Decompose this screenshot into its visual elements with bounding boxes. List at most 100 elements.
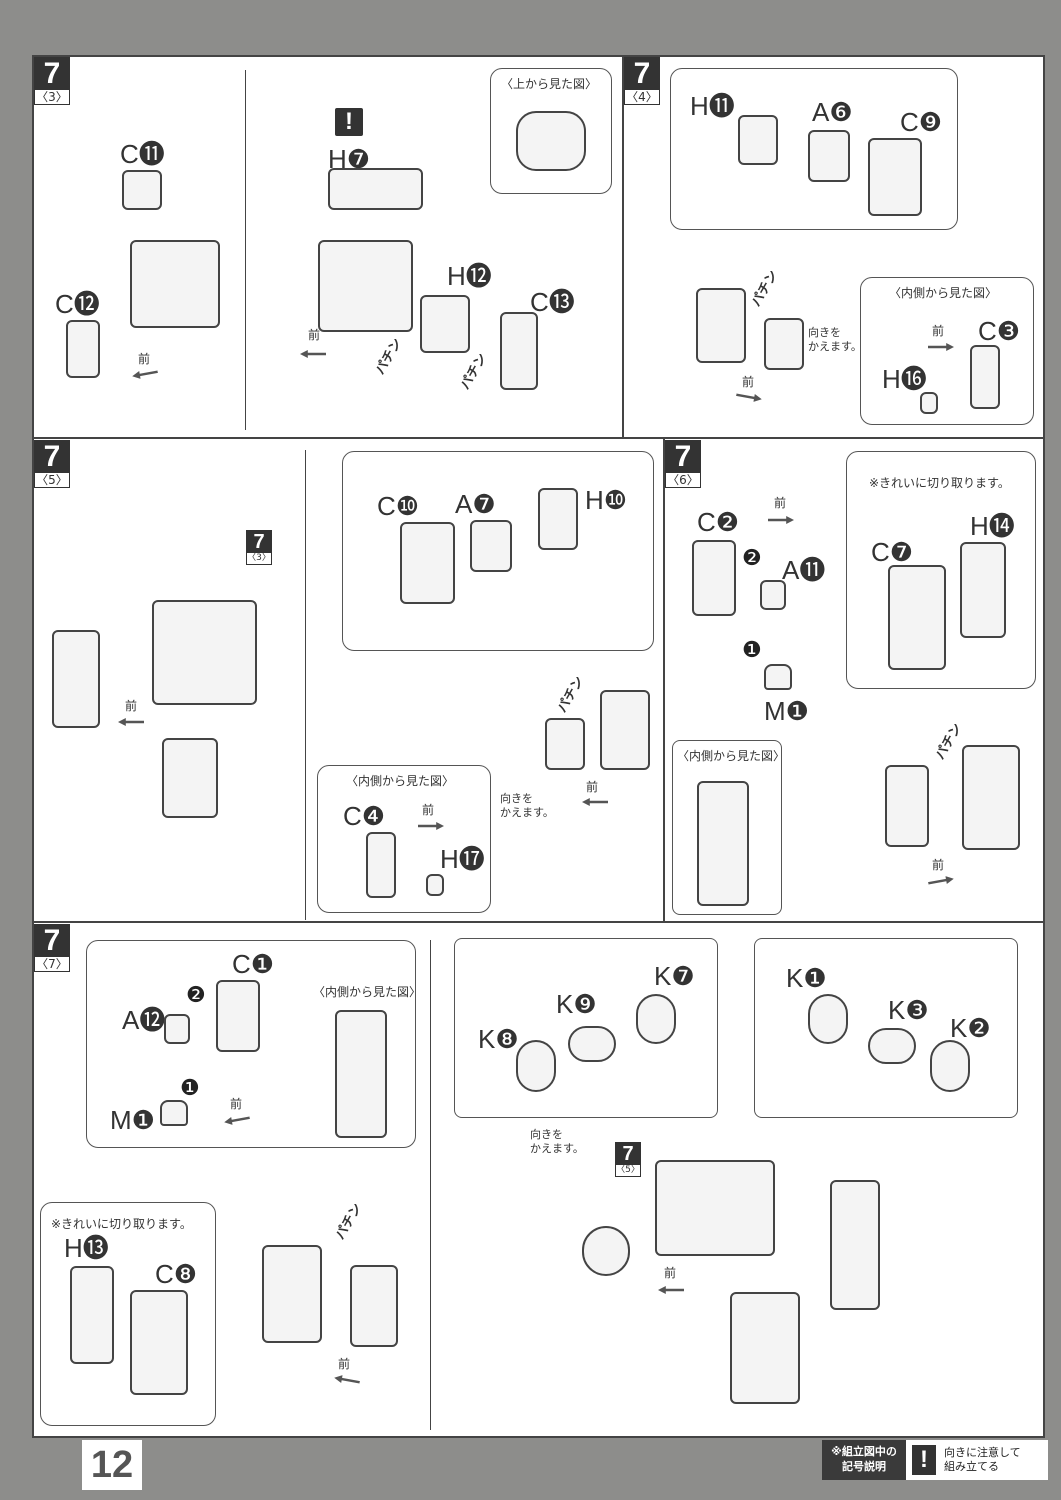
front-label: 前 bbox=[742, 375, 755, 389]
inside-view-bubble: 〈内側から見た図〉 bbox=[317, 765, 491, 913]
inside-view-label: 〈内側から見た図〉 bbox=[313, 985, 422, 999]
step-sub: 〈3〉 bbox=[35, 90, 69, 104]
part-label: C❶ bbox=[232, 949, 275, 979]
front-arrow-icon bbox=[418, 822, 444, 830]
part-leg-armor bbox=[162, 738, 218, 818]
step-badge-7-3: 7〈3〉 bbox=[34, 57, 70, 105]
step-badge-7-7: 7〈7〉 bbox=[34, 924, 70, 972]
assembly-leg bbox=[600, 690, 650, 770]
part-label: K❸ bbox=[888, 995, 929, 1025]
step-badge-7-6: 7〈6〉 bbox=[665, 440, 701, 488]
top-view-bubble: 〈上から見た図〉 bbox=[490, 68, 612, 194]
step-number: 7 bbox=[43, 57, 61, 90]
part-c12 bbox=[66, 320, 100, 378]
step-order-1: ❶ bbox=[180, 1076, 200, 1101]
symbol-legend: ※組立図中の 記号説明 ! 向きに注意して 組み立てる bbox=[822, 1440, 1048, 1480]
part-c7 bbox=[888, 565, 946, 670]
part-label: C❼ bbox=[871, 537, 914, 567]
part-side-armor bbox=[830, 1180, 880, 1310]
step-badge-7-5: 7〈5〉 bbox=[34, 440, 70, 488]
step-order-1: ❶ bbox=[742, 638, 762, 663]
step-sub: 〈5〉 bbox=[35, 473, 69, 487]
top-view-label: 〈上から見た図〉 bbox=[501, 77, 598, 91]
step-order-2: ❷ bbox=[742, 546, 762, 571]
part-label: K❶ bbox=[786, 963, 827, 993]
part-label: H⓱ bbox=[440, 844, 485, 874]
step-sub: 〈4〉 bbox=[625, 90, 659, 104]
assembly-torso bbox=[318, 240, 413, 332]
part-inner bbox=[545, 718, 585, 770]
part-h13 bbox=[70, 1266, 114, 1364]
assembly-torso bbox=[655, 1160, 775, 1256]
inside-view-bubble: 〈内側から見た図〉 bbox=[672, 740, 786, 915]
sub-divider bbox=[245, 70, 246, 430]
cut-note: ※きれいに切り取ります。 bbox=[51, 1217, 192, 1231]
step-sub: 〈6〉 bbox=[666, 473, 700, 487]
front-arrow-icon bbox=[928, 343, 954, 351]
part-c1 bbox=[216, 980, 260, 1052]
part-c10 bbox=[400, 522, 455, 604]
part-c4 bbox=[366, 832, 396, 898]
part-label: C⓬ bbox=[55, 289, 100, 319]
step-sub: 〈3〉 bbox=[247, 553, 271, 564]
part-label: H⓰ bbox=[882, 364, 927, 394]
part-label: H⓬ bbox=[447, 261, 492, 291]
front-label: 前 bbox=[138, 352, 151, 366]
step-sub: 〈5〉 bbox=[616, 1165, 640, 1176]
part-a7 bbox=[470, 520, 512, 572]
step-number: 7 bbox=[43, 924, 61, 957]
part-h10 bbox=[538, 488, 578, 550]
assembly-leg bbox=[696, 288, 746, 363]
part-h11 bbox=[738, 115, 778, 165]
part-k8 bbox=[516, 1040, 556, 1092]
front-label: 前 bbox=[308, 328, 321, 342]
sub-divider bbox=[430, 940, 431, 1430]
page-number: 12 bbox=[82, 1440, 142, 1490]
legend-title: ※組立図中の 記号説明 bbox=[822, 1440, 906, 1480]
assembly-leg bbox=[262, 1245, 322, 1343]
part-h12 bbox=[420, 295, 470, 353]
part-label: H⓫ bbox=[690, 91, 735, 121]
inside-view-bubble: 〈内側から見た図〉 bbox=[860, 277, 1034, 425]
step-badge-7-4: 7〈4〉 bbox=[624, 57, 660, 105]
part-label: M❶ bbox=[764, 696, 809, 726]
assembly-torso bbox=[130, 240, 220, 328]
inside-view-label: 〈内側から見た図〉 bbox=[346, 774, 455, 788]
part-label: A⓬ bbox=[122, 1005, 166, 1035]
inside-view-label: 〈内側から見た図〉 bbox=[677, 749, 786, 763]
part-label: C❷ bbox=[697, 507, 740, 537]
part-h7 bbox=[328, 168, 423, 210]
turn-note: 向きを かえます。 bbox=[530, 1128, 584, 1155]
cut-note: ※きれいに切り取ります。 bbox=[869, 476, 1010, 490]
front-label: 前 bbox=[422, 803, 435, 817]
part-c11 bbox=[122, 170, 162, 210]
part-inner-view bbox=[697, 781, 749, 906]
step-number: 7 bbox=[674, 440, 692, 473]
inside-view-label: 〈内側から見た図〉 bbox=[889, 286, 998, 300]
part-label: C⓭ bbox=[530, 287, 575, 317]
part-label: H⓭ bbox=[64, 1233, 109, 1263]
part-label: C⓫ bbox=[120, 139, 165, 169]
part-a12 bbox=[164, 1014, 190, 1044]
part-label: C❽ bbox=[155, 1259, 198, 1289]
assembly-leg bbox=[350, 1265, 398, 1347]
front-label: 前 bbox=[932, 324, 945, 338]
assembly-torso bbox=[152, 600, 257, 705]
part-side-armor bbox=[52, 630, 100, 728]
part-label: A❼ bbox=[455, 489, 496, 519]
part-k-assembly bbox=[582, 1226, 630, 1276]
front-label: 前 bbox=[932, 858, 945, 872]
part-leg-armor bbox=[730, 1292, 800, 1404]
front-label: 前 bbox=[774, 496, 787, 510]
part-k3 bbox=[868, 1028, 916, 1064]
part-label: C❹ bbox=[343, 801, 386, 831]
front-label: 前 bbox=[125, 699, 138, 713]
part-h14 bbox=[960, 542, 1006, 638]
part-a6 bbox=[808, 130, 850, 182]
step-number: 7 bbox=[622, 1143, 634, 1165]
exclamation-icon: ! bbox=[912, 1445, 936, 1475]
part-label: K❷ bbox=[950, 1013, 991, 1043]
part-c9 bbox=[868, 138, 922, 216]
front-label: 前 bbox=[586, 780, 599, 794]
step-order-2: ❷ bbox=[186, 983, 206, 1008]
